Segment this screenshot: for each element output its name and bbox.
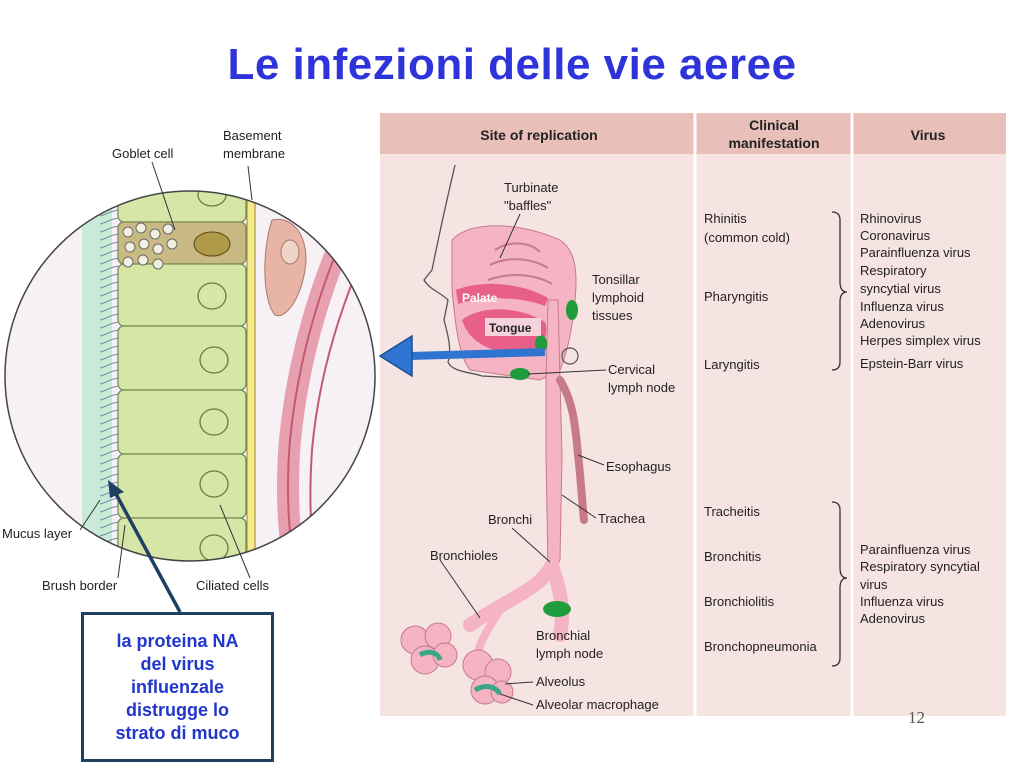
label-tongue: Tongue <box>489 321 532 335</box>
brace-lower <box>831 501 848 667</box>
goblet-nucleus <box>193 231 231 257</box>
larynx-marker <box>561 347 579 365</box>
cervical-node <box>510 368 530 380</box>
virus-item: Parainfluenza virus <box>860 542 971 557</box>
cilia-shape <box>99 191 119 561</box>
tonsillar-node <box>566 300 578 320</box>
label-bronchi: Bronchi <box>488 512 532 527</box>
label-membrane: membrane <box>223 146 285 161</box>
virus-item: Rhinovirus <box>860 211 922 226</box>
slide-title: Le infezioni delle vie aeree <box>227 40 797 89</box>
virus-item: Influenza virus <box>860 594 944 609</box>
header-clinical-line1: Clinical <box>749 117 799 133</box>
manifestation-bronchopneumonia: Bronchopneumonia <box>704 639 818 654</box>
virus-item: syncytial virus <box>860 281 941 296</box>
manifestation-bronchiolitis: Bronchiolitis <box>704 594 775 609</box>
virus-item: Herpes simplex virus <box>860 333 981 348</box>
label-bronchial: Bronchial <box>536 628 590 643</box>
label-trachea: Trachea <box>598 511 646 526</box>
label-tissues: tissues <box>592 308 633 323</box>
label-turbinate: Turbinate <box>504 180 558 195</box>
label-lymphoid: lymphoid <box>592 290 644 305</box>
bronchial-node <box>543 601 571 617</box>
manifestation-common-cold: (common cold) <box>704 230 790 245</box>
label-alveolar-macrophage: Alveolar macrophage <box>536 697 659 712</box>
manifestation-tracheitis: Tracheitis <box>704 504 760 519</box>
virus-item: Epstein-Barr virus <box>860 356 964 371</box>
label-ciliated-cells: Ciliated cells <box>196 578 269 593</box>
brace-upper <box>831 211 848 371</box>
basement-membrane-shape <box>246 191 256 561</box>
virus-item: Adenovirus <box>860 316 926 331</box>
manifestation-laryngitis: Laryngitis <box>704 357 760 372</box>
label-tonsillar: Tonsillar <box>592 272 640 287</box>
callout-arrow <box>108 480 182 613</box>
label-brush-border: Brush border <box>42 578 118 593</box>
virus-item: Respiratory syncytial <box>860 559 980 574</box>
face-profile <box>423 164 521 379</box>
label-cervical-lymph: lymph node <box>608 380 675 395</box>
virus-item: Parainfluenza virus <box>860 245 971 260</box>
table-header-row <box>380 113 1006 154</box>
leader-lines <box>439 213 607 706</box>
page-number: 12 <box>908 708 925 727</box>
label-basement: Basement <box>223 128 282 143</box>
label-palate: Palate <box>462 291 498 305</box>
epithelium-magnified <box>5 191 375 561</box>
label-goblet-cell: Goblet cell <box>112 146 174 161</box>
label-bronchial-lymph: lymph node <box>536 646 603 661</box>
virus-item: Influenza virus <box>860 299 944 314</box>
respiratory-tract <box>400 164 588 705</box>
mucus-layer-shape <box>82 191 112 561</box>
callout-box: la proteina NA del virus influenzale dis… <box>81 612 274 762</box>
zoom-arrow <box>378 334 546 378</box>
label-esophagus: Esophagus <box>606 459 672 474</box>
virus-item: virus <box>860 577 888 592</box>
manifestation-rhinitis: Rhinitis <box>704 211 747 226</box>
virus-item: Adenovirus <box>860 611 926 626</box>
manifestation-bronchitis: Bronchitis <box>704 549 762 564</box>
label-bronchioles: Bronchioles <box>430 548 498 563</box>
palate-shape <box>456 283 548 306</box>
label-turbinate-baffles: "baffles" <box>504 198 552 213</box>
label-cervical: Cervical <box>608 362 655 377</box>
header-site: Site of replication <box>480 127 597 143</box>
label-alveolus: Alveolus <box>536 674 586 689</box>
header-clinical-line2: manifestation <box>728 135 819 151</box>
macrophage-shape <box>418 649 443 661</box>
header-virus: Virus <box>911 127 946 143</box>
manifestation-pharyngitis: Pharyngitis <box>704 289 769 304</box>
magnifier-circle <box>4 190 376 562</box>
label-mucus-layer: Mucus layer <box>2 526 73 541</box>
virus-item: Coronavirus <box>860 228 931 243</box>
virus-item: Respiratory <box>860 263 927 278</box>
